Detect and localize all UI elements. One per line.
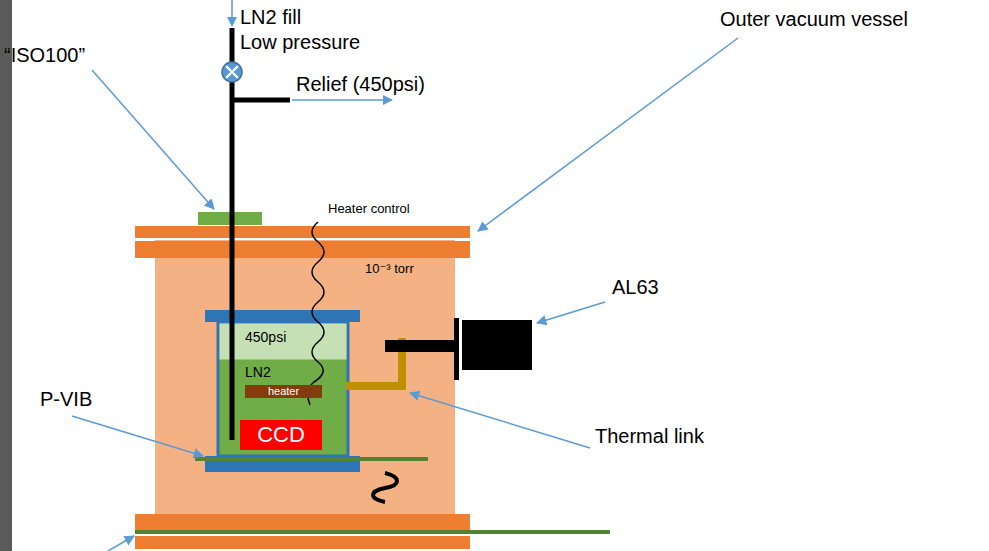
- leader-arrow: [72, 416, 203, 456]
- bottom-flange: [135, 514, 470, 530]
- valve-symbol: [222, 62, 242, 82]
- spring-symbol: [373, 473, 397, 502]
- node-text: heater: [268, 385, 299, 398]
- heater-wire: [308, 222, 324, 405]
- leader-arrow: [537, 302, 605, 323]
- isolator-label: P-VIB: [40, 388, 92, 411]
- bottom-flange: [135, 536, 470, 549]
- gas-space: [220, 324, 347, 360]
- heater-bar: heater: [245, 385, 322, 398]
- vibration-plate: [135, 530, 610, 534]
- top-flange: [135, 241, 470, 258]
- node-text: CCD: [257, 422, 305, 447]
- cold-finger: [385, 340, 455, 352]
- leader-arrow: [92, 70, 214, 209]
- fill-arrow: [231, 0, 233, 26]
- node-text: 10⁻³ torr: [365, 262, 414, 277]
- vessel-label: Outer vacuum vessel: [720, 8, 908, 31]
- leader-arrow: [478, 38, 738, 231]
- dewar-body: [218, 322, 348, 456]
- dewar-lid: [205, 310, 360, 322]
- link-label: Thermal link: [595, 425, 704, 448]
- cooler-label: AL63: [612, 276, 659, 299]
- relief-arrow: [292, 99, 392, 101]
- ln2-dewar: 450psiLN2 heaterCCD: [218, 322, 348, 456]
- fill-pipe: [230, 28, 235, 440]
- leader-arrow: [410, 393, 590, 448]
- photo-edge: [0, 0, 12, 551]
- node-text: LN2: [245, 364, 271, 380]
- wire-label: Heater control: [328, 202, 410, 217]
- vessel-body: [155, 240, 455, 530]
- relief-pipe: [232, 98, 290, 103]
- ccd-chip: CCD: [240, 420, 322, 450]
- port-label: “ISO100”: [4, 44, 85, 67]
- leader-arrow: [108, 536, 134, 551]
- cooler-flange: [454, 318, 459, 380]
- vacuum-space: 10⁻³ torr 450psiLN2 heaterCCD: [155, 258, 455, 514]
- relief-label: Relief (450psi): [296, 73, 425, 96]
- top-flange: [135, 226, 470, 238]
- fill-label: Low pressure: [240, 31, 360, 54]
- vibration-plate: [195, 457, 428, 461]
- fill-label: LN2 fill: [240, 6, 301, 29]
- valve-symbol: [226, 66, 238, 78]
- cryocooler-box: [462, 320, 532, 370]
- node-text: 450psi: [245, 329, 286, 345]
